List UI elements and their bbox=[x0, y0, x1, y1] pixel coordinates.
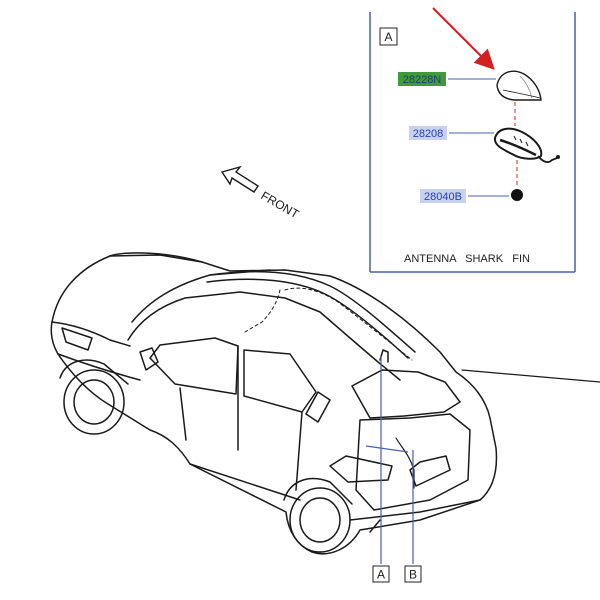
part-code-highlight-2 bbox=[409, 126, 447, 140]
callout-box-a bbox=[372, 565, 390, 583]
antenna-base-icon bbox=[493, 127, 560, 163]
inset-caption: ANTENNA SHARK FIN bbox=[404, 253, 530, 265]
front-arrow-icon bbox=[220, 165, 259, 193]
inset-panel: A 28228N 28208 28040B bbox=[369, 7, 576, 273]
callout-leader-b-branch bbox=[365, 445, 409, 453]
part-code-3: 28040B bbox=[424, 191, 462, 203]
mounting-nut-icon bbox=[511, 189, 523, 201]
vehicle-outline bbox=[50, 252, 600, 555]
callout-label-b: B bbox=[409, 568, 417, 582]
front-label: FRONT bbox=[259, 188, 302, 221]
callout-box-b bbox=[404, 565, 422, 583]
part-code-highlight-1 bbox=[398, 72, 446, 86]
shark-fin-cover-icon bbox=[496, 70, 542, 101]
inset-box-label-frame bbox=[379, 27, 398, 46]
inset-box-label: A bbox=[384, 30, 392, 44]
part-code-2: 28208 bbox=[413, 128, 444, 140]
red-pointer-arrow bbox=[432, 7, 495, 70]
part-code-1: 28228N bbox=[403, 74, 442, 86]
front-indicator: FRONT bbox=[220, 165, 302, 222]
part-code-highlight-3 bbox=[420, 189, 466, 203]
callout-label-a: A bbox=[377, 568, 385, 582]
